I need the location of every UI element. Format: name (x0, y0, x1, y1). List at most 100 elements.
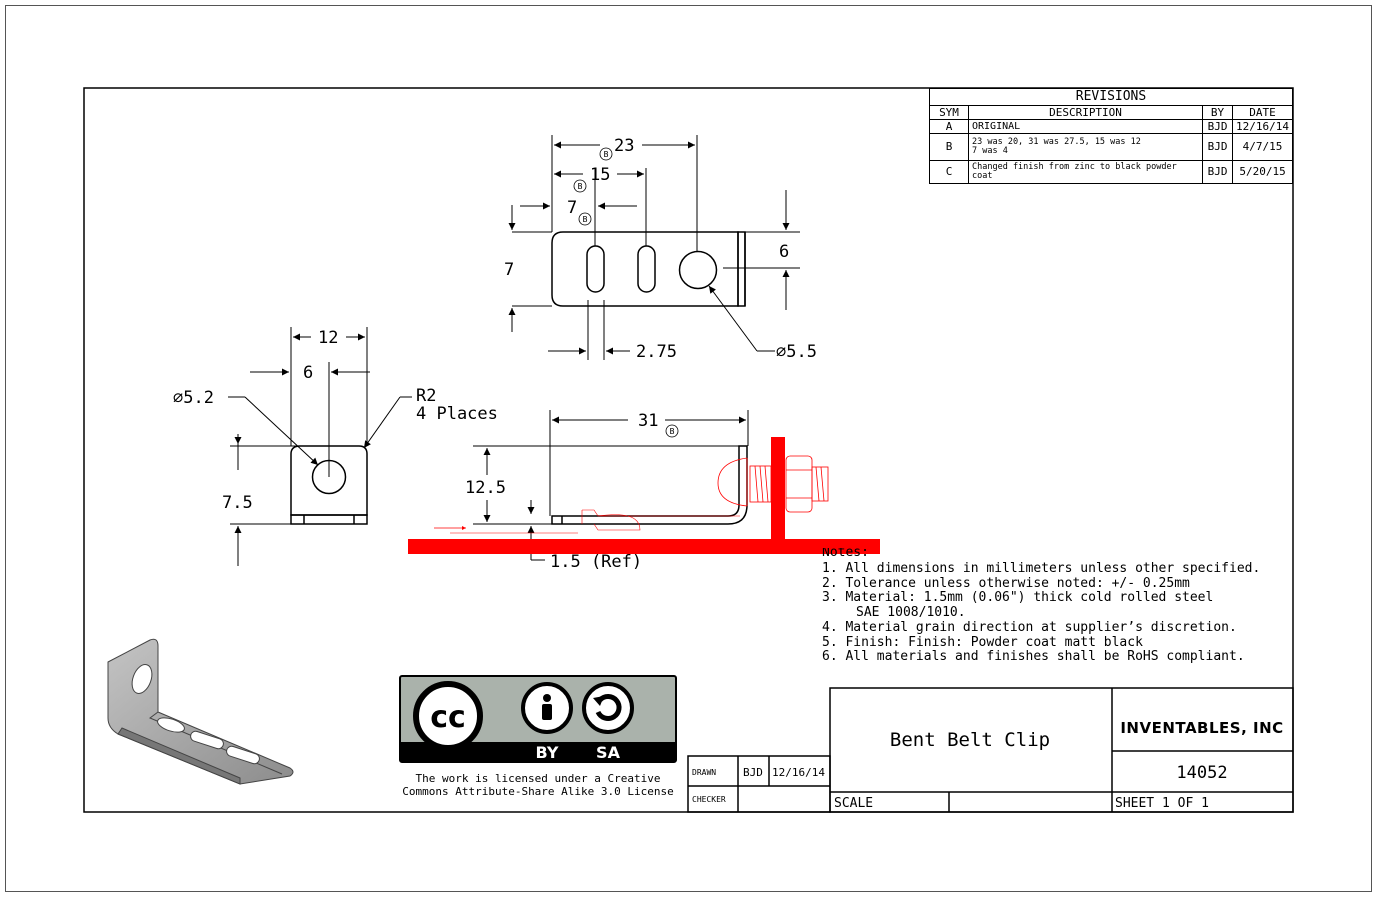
top-view-bend-flange (737, 231, 746, 307)
rev-description-line2: 7 was 4 (972, 146, 1008, 156)
dim-12-5-label: 12.5 (465, 478, 506, 498)
col-header-by: BY (1202, 105, 1234, 120)
note-item: 4. Material grain direction at supplier’… (822, 619, 1292, 636)
end-view-labels: 12 6 ∅5.2 R2 4 Places 7.5 (173, 328, 498, 513)
bolt-head (717, 457, 748, 507)
col-header-date: DATE (1232, 105, 1293, 120)
mounting-rail-vertical (771, 437, 785, 541)
table-row: A ORIGINAL BJD 12/16/14 (929, 119, 1293, 134)
by-person-icon (543, 694, 551, 702)
note-text: Material grain direction at supplier’s d… (845, 619, 1237, 635)
rev-description-line2: coat (972, 171, 993, 181)
dim-7-5-label: 7.5 (222, 493, 253, 513)
end-view-dimensions (228, 327, 412, 566)
rev-marker-b: B (670, 427, 675, 436)
rev-by: BJD (1202, 160, 1234, 184)
rev-by: BJD (1202, 133, 1234, 161)
bolt-tip (811, 466, 829, 502)
round-hole (678, 250, 718, 290)
cc-by-sa-badge: cc BY SA (399, 675, 677, 763)
note-number: 3. (822, 590, 838, 606)
rev-marker-b: B (604, 150, 609, 159)
mounting-overlay (408, 437, 880, 554)
title-block-text: DRAWN BJD 12/16/14 CHECKER Bent Belt Cli… (692, 719, 1283, 811)
mounting-rail-horizontal (408, 539, 880, 554)
note-text: All materials and finishes shall be RoHS… (845, 649, 1245, 665)
cc-sa-label: SA (596, 743, 621, 762)
note-item: 6. All materials and finishes shall be R… (822, 649, 1292, 665)
col-header-sym: SYM (929, 105, 969, 120)
checker-label: CHECKER (692, 795, 726, 804)
note-text: Finish: Finish: Powder coat matt black (845, 634, 1143, 650)
top-view-labels: 23 15 7 7 6 2.75 ∅5.5 B B B (504, 136, 817, 362)
drawn-date: 12/16/14 (772, 766, 825, 779)
dim-23-label: 23 (614, 136, 634, 156)
rev-marker-b: B (583, 215, 588, 224)
cc-by-label: BY (536, 743, 559, 762)
rev-description: Changed finish from zinc to black powder… (967, 160, 1204, 184)
scale-label: SCALE (834, 796, 873, 811)
license-line2: Commons Attribute-Share Alike 3.0 Licens… (402, 785, 674, 798)
side-view-dimensions (473, 410, 749, 561)
notes-title: Notes: (822, 548, 869, 560)
col-header-description: DESCRIPTION (967, 105, 1204, 120)
dim-2-75-label: 2.75 (636, 342, 677, 362)
rev-description: ORIGINAL (967, 119, 1204, 134)
radius-label-line2: 4 Places (416, 404, 498, 424)
dim-1-5-ref-label: 1.5 (Ref) (550, 552, 642, 572)
radius-label-line1: R2 (416, 386, 436, 406)
dim-15-label: 15 (590, 165, 610, 185)
part-title: Bent Belt Clip (890, 729, 1050, 751)
note-text: Tolerance unless otherwise noted: +/- 0.… (845, 575, 1190, 591)
note-item: 1. All dimensions in millimeters unless … (822, 561, 1292, 577)
note-number: 4. (822, 619, 838, 635)
note-number: 2. (822, 575, 838, 591)
drawing-notes: Notes: 1. All dimensions in millimeters … (822, 548, 1292, 665)
dim-dia-5-5-label: ∅5.5 (776, 342, 817, 362)
top-view-outline (551, 231, 739, 307)
dim-31-label: 31 (638, 411, 658, 431)
sheet-label: SHEET 1 OF 1 (1115, 796, 1209, 811)
rev-sym: B (929, 133, 969, 161)
note-number: 1. (822, 561, 838, 576)
belt-path (581, 509, 740, 531)
note-number: 5. (822, 634, 838, 650)
side-view-profile (551, 445, 748, 525)
license-text: The work is licensed under a Creative Co… (386, 772, 690, 798)
dim-7-vertical-label: 7 (504, 260, 514, 280)
table-row: C Changed finish from zinc to black powd… (929, 160, 1293, 184)
side-view (551, 445, 748, 525)
title-block (687, 687, 1294, 813)
rev-marker-b: B (578, 182, 583, 191)
note-item: 5. Finish: Finish: Powder coat matt blac… (822, 634, 1292, 651)
company-name: INVENTABLES, INC (1120, 719, 1283, 737)
note-item: 2. Tolerance unless otherwise noted: +/-… (822, 575, 1292, 592)
rev-description: 23 was 20, 31 was 27.5, 15 was 12 7 was … (967, 133, 1204, 161)
rev-sym: A (929, 119, 969, 134)
side-view-labels: 31 12.5 1.5 (Ref) B (465, 411, 679, 572)
rev-by: BJD (1202, 119, 1234, 134)
dim-7-horizontal-label: 7 (567, 198, 577, 218)
share-alike-icon (595, 694, 622, 721)
rev-date: 12/16/14 (1232, 119, 1293, 134)
bolt-shank (749, 465, 772, 503)
dim-6-label: 6 (779, 242, 789, 262)
part-number: 14052 (1176, 763, 1227, 783)
dim-12-label: 12 (318, 328, 338, 348)
revisions-table: REVISIONS SYM DESCRIPTION BY DATE A ORIG… (929, 88, 1293, 184)
rev-date: 5/20/15 (1232, 160, 1293, 184)
license-line1: The work is licensed under a Creative (415, 772, 661, 785)
rev-date: 4/7/15 (1232, 133, 1293, 161)
dim-dia-5-2-label: ∅5.2 (173, 388, 214, 408)
rev-description-line1: Changed finish from zinc to black powder (972, 162, 1177, 172)
top-view-dimensions (508, 135, 800, 360)
rev-sym: C (929, 160, 969, 184)
note-text: All dimensions in millimeters unless oth… (845, 561, 1261, 576)
nut (785, 455, 813, 513)
table-row: B 23 was 20, 31 was 27.5, 15 was 12 7 wa… (929, 133, 1293, 161)
note-text: Material: 1.5mm (0.06") thick cold rolle… (845, 590, 1214, 606)
slot-2 (637, 245, 656, 293)
outer-sheet-border (5, 5, 1372, 892)
cc-logo-text: cc (430, 700, 466, 735)
